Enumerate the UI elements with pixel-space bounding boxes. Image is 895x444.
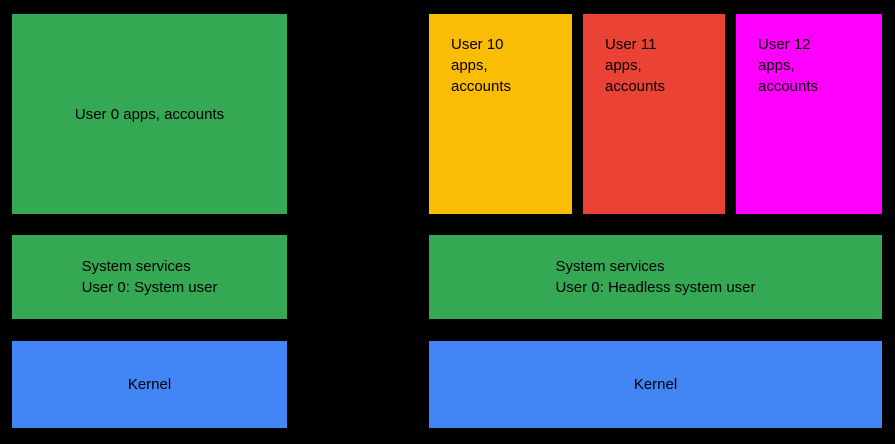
- right-user10-apps-block: User 10 apps, accounts: [429, 14, 572, 214]
- right-system-services-label: System services User 0: Headless system …: [555, 258, 756, 296]
- left-kernel-block: Kernel: [12, 341, 287, 428]
- left-user0-apps-block: User 0 apps, accounts: [12, 14, 287, 214]
- left-user0-apps-label: User 0 apps, accounts: [74, 105, 225, 123]
- right-user11-apps-label: User 11 apps, accounts: [605, 36, 666, 95]
- left-system-services-label: System services User 0: System user: [81, 258, 218, 296]
- right-system-services-block: System services User 0: Headless system …: [429, 235, 882, 319]
- left-kernel-label: Kernel: [127, 376, 172, 393]
- right-kernel-label: Kernel: [633, 376, 678, 393]
- right-user11-apps-block: User 11 apps, accounts: [583, 14, 725, 214]
- right-user12-apps-label: User 12 apps, accounts: [758, 36, 819, 95]
- left-system-services-block: System services User 0: System user: [12, 235, 287, 319]
- right-user10-apps-label: User 10 apps, accounts: [451, 36, 512, 95]
- right-kernel-block: Kernel: [429, 341, 882, 428]
- right-user12-apps-block: User 12 apps, accounts: [736, 14, 882, 214]
